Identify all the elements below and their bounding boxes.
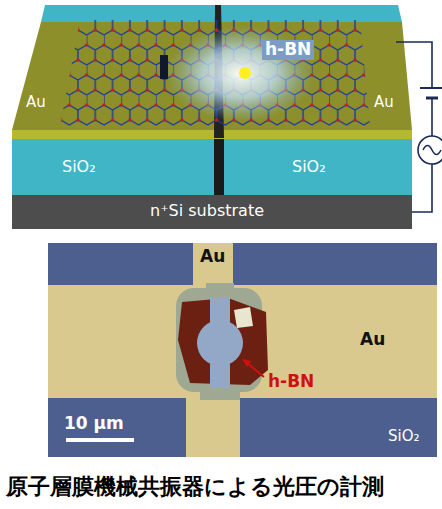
material-label: SiO₂: [388, 428, 420, 445]
layer-label: SiO₂: [62, 158, 96, 176]
material-label: h-BN: [268, 372, 314, 392]
scale-bar: [66, 438, 134, 442]
layer-label: SiO₂: [292, 158, 326, 176]
trench: [214, 138, 224, 195]
neck-top: [206, 283, 234, 295]
drum: [197, 320, 243, 366]
gold-edge: [12, 130, 412, 139]
substrate: [12, 195, 412, 229]
caption: 原子層膜機械共振器による光圧の計測: [6, 472, 384, 502]
scale-label: 10 μm: [64, 414, 124, 434]
light-spot: [239, 67, 251, 79]
gold-pad-top: [193, 243, 233, 288]
gold-pad-bottom: [186, 395, 240, 457]
arrow-head: [242, 359, 251, 367]
defect: [160, 55, 168, 79]
gold-band: [48, 285, 437, 398]
electrode-label: Au: [200, 247, 225, 267]
layer-label: n⁺Si substrate: [150, 202, 264, 220]
neck-bottom: [200, 388, 240, 400]
hbn-lattice: [55, 15, 375, 130]
oxide-right: [224, 138, 412, 195]
circuit-wire: [396, 42, 442, 212]
electrode-label: Au: [26, 94, 46, 111]
flake-piece: [234, 307, 253, 328]
oxide-top: [41, 5, 402, 22]
electrode-label: Au: [360, 330, 385, 350]
layer-label: h-BN: [262, 40, 314, 60]
oxide-left: [12, 138, 214, 195]
micrograph: [48, 243, 437, 457]
electrode-label: Au: [374, 94, 394, 111]
membrane-glow: [165, 26, 315, 122]
